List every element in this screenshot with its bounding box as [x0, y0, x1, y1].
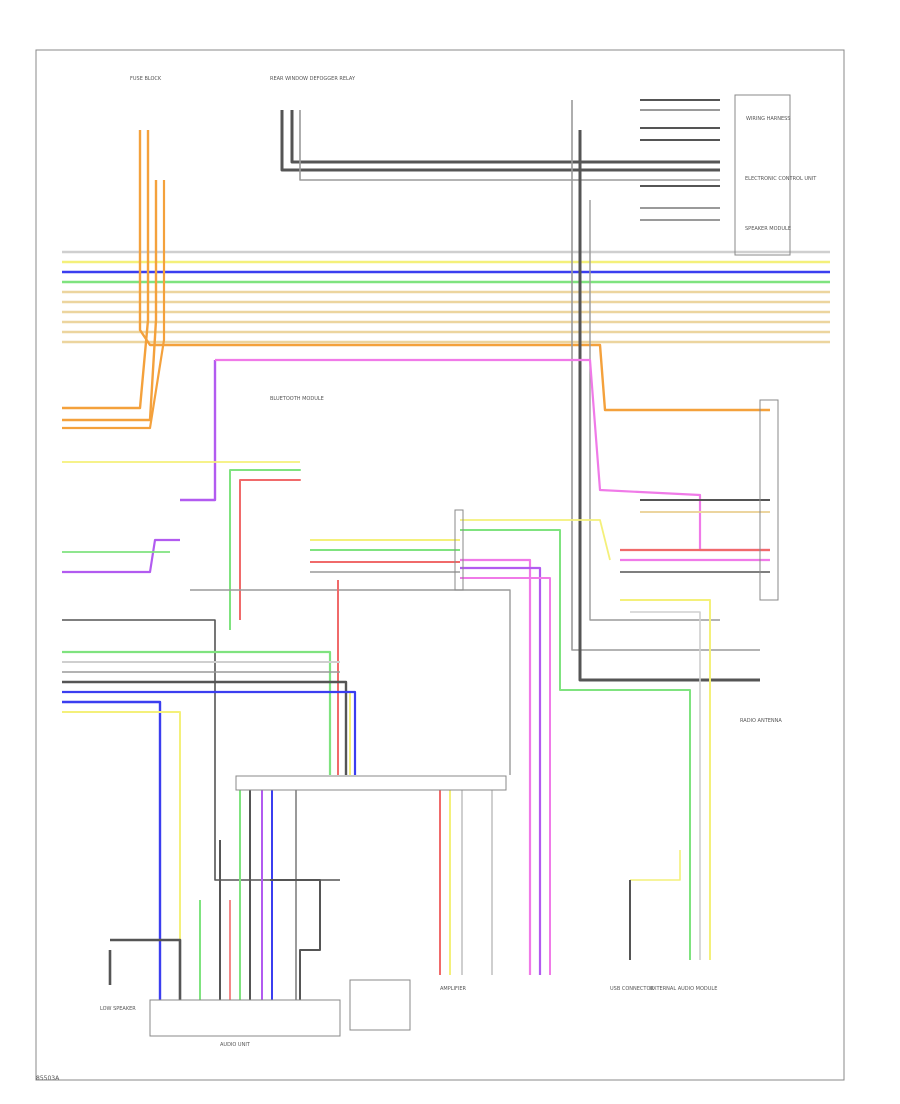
defogger-label: REAR WINDOW DEFOGGER RELAY: [270, 76, 356, 82]
center-splice-block: [454, 509, 464, 591]
fuse-block-label: FUSE BLOCK: [130, 76, 162, 82]
audio-unit-box: [149, 999, 341, 1037]
gray-wire-center: [190, 589, 511, 775]
dark-lower-mid-2: [270, 879, 321, 1000]
violet-down-c: [460, 566, 542, 975]
diagram-frame: [35, 49, 845, 1081]
low-speaker-label: LOW SPEAKER: [100, 1006, 136, 1012]
center-connector-box: [235, 775, 507, 791]
yellow-usb: [630, 850, 681, 881]
pink-down-c2: [460, 577, 551, 975]
small-module-box: [349, 979, 411, 1031]
orange-feed-wire-1: [138, 130, 770, 412]
harness-label: WIRING HARNESS: [746, 116, 790, 122]
bluetooth-label: BLUETOOTH MODULE: [270, 396, 324, 402]
blue-lower-2: [62, 690, 357, 775]
antenna-label: RADIO ANTENNA: [740, 718, 782, 724]
dark-wire-top-2: [290, 110, 720, 164]
green-wire-2: [229, 469, 301, 630]
audio-unit-label: AUDIO UNIT: [220, 1042, 251, 1048]
page-reference: 85503A: [36, 1075, 60, 1082]
dark-lower-left: [110, 938, 182, 1000]
speaker-module-label: SPEAKER MODULE: [745, 226, 791, 232]
amplifier-label: AMPLIFIER: [440, 986, 467, 992]
usb-label: USB CONNECTOR: [610, 986, 654, 992]
dark-lower-1: [62, 680, 348, 775]
green-right-c: [460, 529, 691, 960]
right-connector-strip: [759, 399, 779, 601]
lgray-right-down: [630, 611, 701, 960]
blue-lower-1: [62, 700, 162, 1000]
yellow-lower-2: [62, 711, 181, 1000]
pink-wire-1: [215, 358, 770, 552]
dark-trunk-2: [578, 130, 760, 682]
green-lower-1: [62, 650, 332, 775]
gray-trunk-3: [589, 200, 720, 621]
violet-wire-2: [62, 538, 180, 574]
orange-feed-wire-2: [62, 130, 150, 410]
wire-layer: [62, 99, 830, 1000]
orange-feed-wire-3: [62, 180, 158, 422]
gray-trunk-1: [571, 100, 760, 651]
right-module-box: [734, 94, 791, 256]
orange-feed-wire-4: [62, 180, 166, 430]
dark-wire-top-1: [280, 110, 720, 172]
dark-wire-left-mid: [62, 619, 340, 881]
yellow-right-down: [620, 599, 711, 960]
violet-wire-1: [180, 360, 217, 502]
component-layer: FUSE BLOCK REAR WINDOW DEFOGGER RELAY WIRI…: [35, 49, 845, 1081]
red-wire-2: [239, 479, 301, 620]
yellow-right-c: [460, 519, 611, 561]
pink-down-c: [460, 558, 532, 975]
ecu-label: ELECTRONIC CONTROL UNIT: [745, 176, 817, 182]
yellow-lower-1: [62, 691, 351, 775]
external-audio-label: EXTERNAL AUDIO MODULE: [650, 986, 717, 992]
